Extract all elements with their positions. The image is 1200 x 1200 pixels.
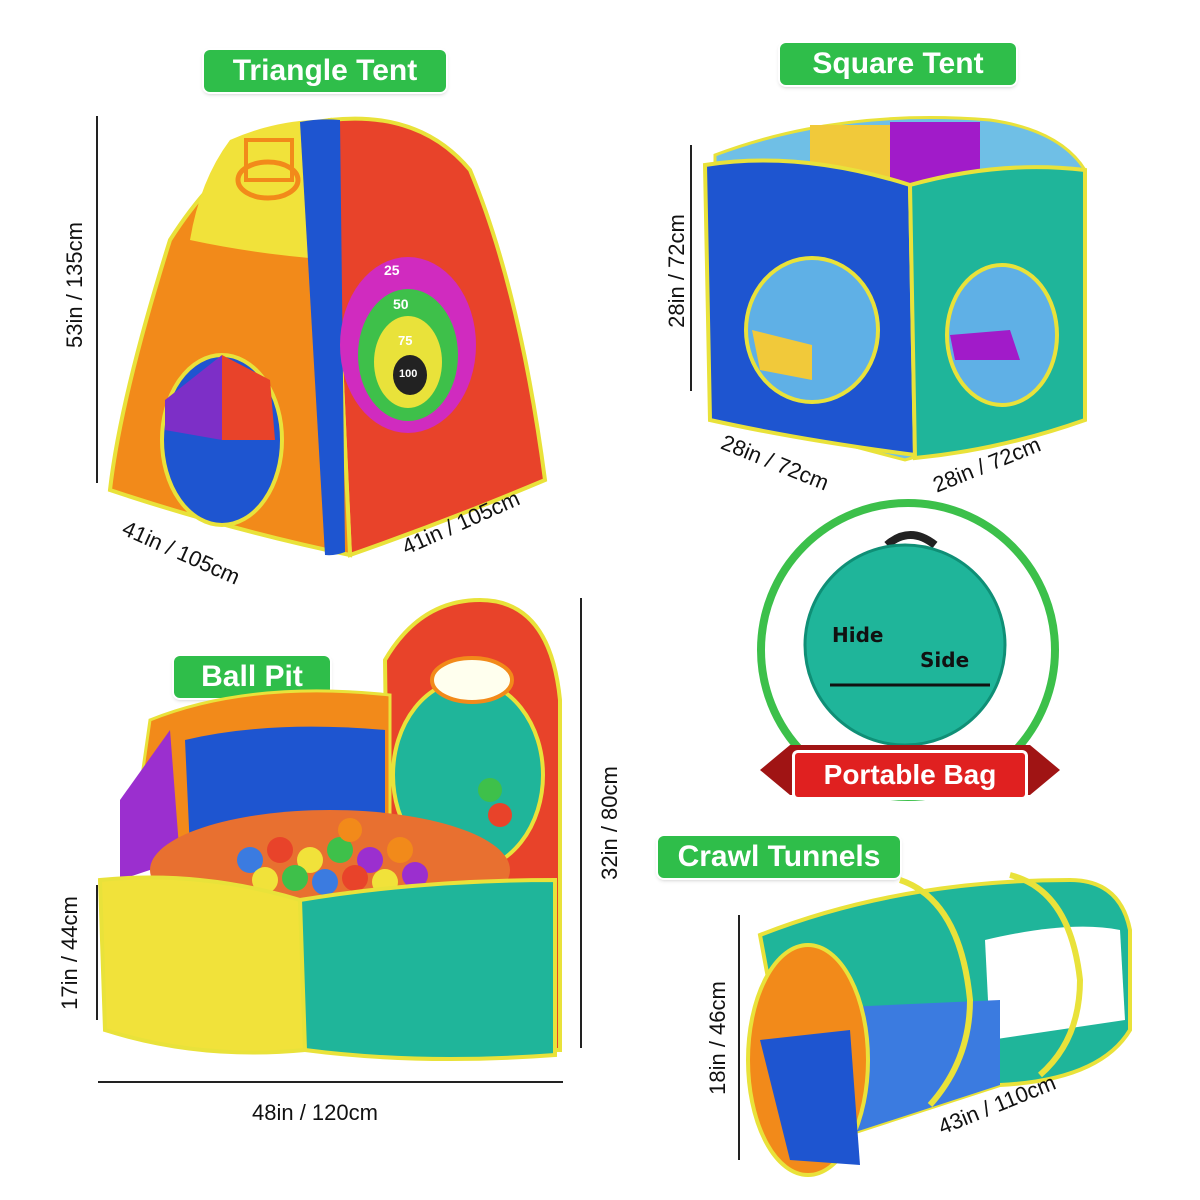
pit-total-height-line: [580, 598, 582, 1048]
triangle-height-line: [96, 116, 98, 483]
target-ring-100: 100: [399, 368, 418, 380]
target-ring-25: 25: [384, 262, 400, 278]
crawl-tunnels-label: Crawl Tunnels: [658, 836, 900, 878]
triangle-tent-label: Triangle Tent: [204, 50, 446, 92]
tunnel-height-dim: 18in / 46cm: [705, 981, 730, 1095]
tunnel-height-line: [738, 915, 740, 1160]
square-tent-label: Square Tent: [780, 43, 1016, 85]
brand-hide: Hide: [832, 623, 884, 647]
portable-bag-label: Portable Bag: [795, 753, 1025, 797]
brand-side: Side: [920, 648, 970, 672]
pit-height-line: [96, 885, 98, 1020]
pit-width-dim: 48in / 120cm: [252, 1100, 378, 1125]
target-ring-50: 50: [393, 296, 409, 312]
pit-width-line: [98, 1081, 563, 1083]
square-height-line: [690, 145, 692, 391]
target-ring-75: 75: [398, 333, 413, 348]
